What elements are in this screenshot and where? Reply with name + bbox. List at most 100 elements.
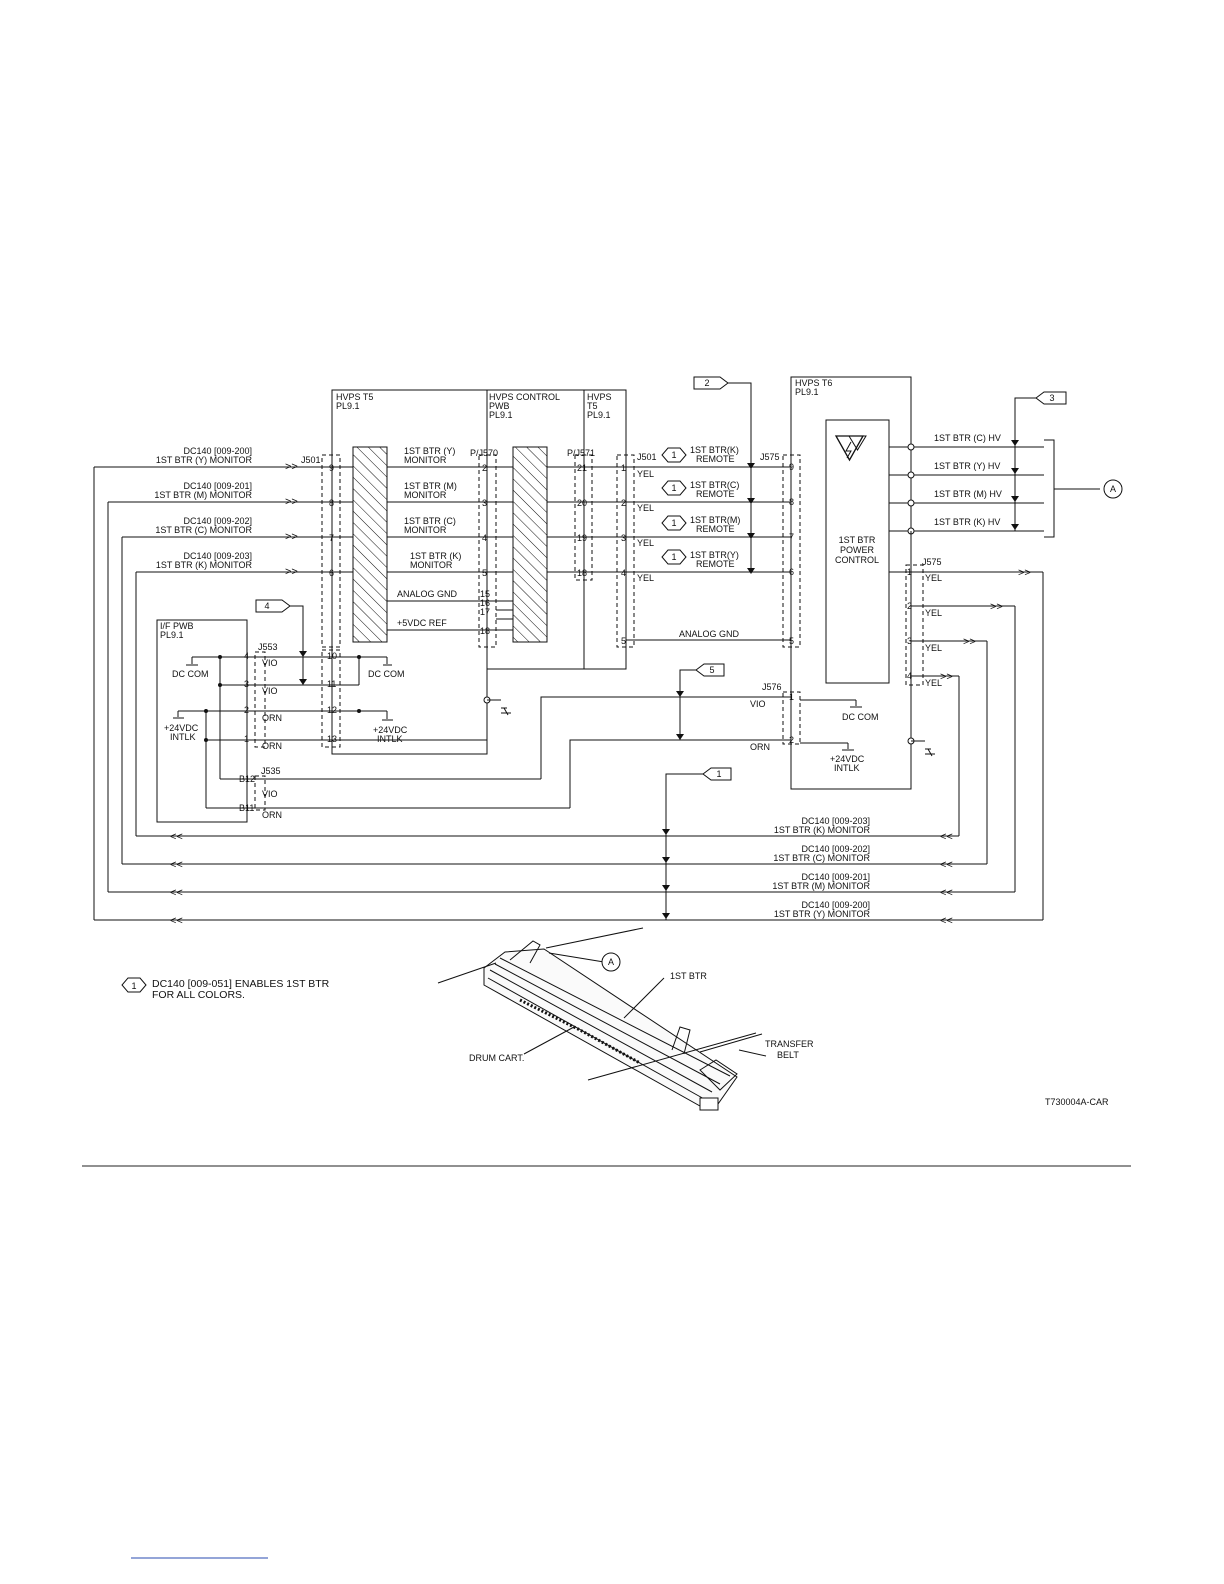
svg-text:1: 1 xyxy=(671,518,676,528)
j553-frame xyxy=(254,651,266,748)
svg-text:3: 3 xyxy=(621,533,626,543)
svg-text:21: 21 xyxy=(577,463,587,473)
svg-text:DC140 [009-200]: DC140 [009-200] xyxy=(183,446,252,456)
flag-1: 1 xyxy=(662,767,732,920)
power-control-title: 1ST BTR POWER CONTROL xyxy=(835,535,879,565)
svg-text:9: 9 xyxy=(329,463,334,473)
if-pwb-block xyxy=(156,619,248,823)
svg-text:MONITOR: MONITOR xyxy=(404,525,447,535)
svg-text:1ST BTR (K): 1ST BTR (K) xyxy=(410,551,461,561)
svg-text:YEL: YEL xyxy=(637,538,654,548)
flag-5: 5 xyxy=(676,663,725,740)
hvps-t5-right-title: HVPS T5 PL9.1 xyxy=(587,392,612,420)
svg-text:ORN: ORN xyxy=(262,810,282,820)
remote-k: 1 1ST BTR(K) REMOTE YEL 9 xyxy=(637,445,794,479)
svg-text:ANALOG GND: ANALOG GND xyxy=(679,629,740,639)
svg-text:3: 3 xyxy=(907,636,912,646)
svg-text:1ST BTR (K) HV: 1ST BTR (K) HV xyxy=(934,517,1000,527)
svg-text:2: 2 xyxy=(482,463,487,473)
analog-section: ANALOG GND +5VDC REF 15 16 17 18 ANALOG … xyxy=(387,455,794,670)
svg-text:<<: << xyxy=(170,887,183,899)
svg-text:1ST BTR (Y) MONITOR: 1ST BTR (Y) MONITOR xyxy=(774,909,871,919)
svg-text:<<: << xyxy=(170,859,183,871)
svg-text:+5VDC REF: +5VDC REF xyxy=(397,618,447,628)
svg-text:+24VDC: +24VDC xyxy=(830,754,865,764)
svg-text:PWB: PWB xyxy=(489,401,510,411)
svg-text:MONITOR: MONITOR xyxy=(404,455,447,465)
flag-2: 2 xyxy=(693,376,755,574)
svg-text:YEL: YEL xyxy=(637,503,654,513)
svg-text:MONITOR: MONITOR xyxy=(410,560,453,570)
vdc24-right: +24VDC xyxy=(373,725,408,735)
svg-text:12: 12 xyxy=(327,705,337,715)
svg-text:DC140 [009-203]: DC140 [009-203] xyxy=(183,551,252,561)
svg-text:1ST BTR (Y) HV: 1ST BTR (Y) HV xyxy=(934,461,1000,471)
svg-text:DC140 [009-200]: DC140 [009-200] xyxy=(801,900,870,910)
svg-text:9: 9 xyxy=(789,462,794,472)
svg-text:4: 4 xyxy=(621,568,626,578)
svg-text:>>: >> xyxy=(285,496,298,508)
svg-text:11: 11 xyxy=(327,679,336,689)
svg-text:DC140 [009-203]: DC140 [009-203] xyxy=(801,816,870,826)
remote-c: 1 1ST BTR(C) REMOTE YEL 8 xyxy=(637,480,794,513)
monitor-return-c: DC140 [009-202] 1ST BTR (C) MONITOR << <… xyxy=(122,844,987,871)
j501-left-frame xyxy=(321,454,341,648)
svg-text:5: 5 xyxy=(789,636,794,646)
svg-text:1: 1 xyxy=(671,450,676,460)
svg-text:<<: << xyxy=(170,915,183,927)
svg-text:7: 7 xyxy=(789,532,794,542)
svg-text:<<: << xyxy=(940,859,953,871)
dc-com-right: DC COM xyxy=(368,669,405,679)
svg-text:VIO: VIO xyxy=(262,686,278,696)
svg-text:1ST BTR (M): 1ST BTR (M) xyxy=(404,481,457,491)
if-pwb-title: I/F PWB PL9.1 xyxy=(160,621,194,640)
svg-text:3: 3 xyxy=(482,498,487,508)
svg-text:1: 1 xyxy=(716,769,721,779)
svg-text:1: 1 xyxy=(671,552,676,562)
svg-text:VIO: VIO xyxy=(262,789,278,799)
svg-text:1: 1 xyxy=(671,483,676,493)
hatched-module-t5 xyxy=(352,446,388,643)
svg-text:4: 4 xyxy=(264,601,269,611)
svg-text:YEL: YEL xyxy=(925,608,942,618)
svg-text:<<: << xyxy=(940,831,953,843)
svg-text:4: 4 xyxy=(482,533,487,543)
hatched-module-control xyxy=(512,446,548,643)
connector-j553: J553 xyxy=(258,642,278,652)
svg-text:2: 2 xyxy=(244,705,249,715)
svg-text:1ST BTR (M) MONITOR: 1ST BTR (M) MONITOR xyxy=(772,881,870,891)
svg-text:>>: >> xyxy=(940,671,953,683)
remote-y: 1 1ST BTR(Y) REMOTE YEL 6 xyxy=(637,549,794,583)
svg-text:7: 7 xyxy=(329,533,334,543)
svg-text:HVPS T5: HVPS T5 xyxy=(336,392,373,402)
pj570-frame xyxy=(478,454,497,648)
svg-text:A: A xyxy=(608,957,614,967)
monitor-input-m: DC140 [009-201] 1ST BTR (M) MONITOR >> 8… xyxy=(108,481,791,508)
svg-text:1ST BTR (K) MONITOR: 1ST BTR (K) MONITOR xyxy=(156,560,253,570)
svg-text:DRUM CART.: DRUM CART. xyxy=(469,1053,524,1063)
monitor-return-y: DC140 [009-200] 1ST BTR (Y) MONITOR << <… xyxy=(94,900,1043,927)
connector-j535: J535 xyxy=(261,766,281,776)
svg-text:2: 2 xyxy=(789,735,794,745)
svg-text:17: 17 xyxy=(480,607,490,617)
connector-pj571: P/J571 xyxy=(567,448,595,458)
monitor-return-k: DC140 [009-203] 1ST BTR (K) MONITOR << <… xyxy=(136,816,959,843)
svg-text:VIO: VIO xyxy=(750,699,766,709)
svg-text:>>: >> xyxy=(285,531,298,543)
svg-text:1ST BTR(K): 1ST BTR(K) xyxy=(690,445,739,455)
svg-text:REMOTE: REMOTE xyxy=(696,454,735,464)
svg-text:I/F PWB: I/F PWB xyxy=(160,621,194,631)
svg-text:1ST BTR: 1ST BTR xyxy=(839,535,876,545)
svg-text:HVPS CONTROL: HVPS CONTROL xyxy=(489,392,560,402)
svg-text:1ST BTR(C): 1ST BTR(C) xyxy=(690,480,739,490)
j553-section: 4 VIO 10 3 VIO 11 2 ORN 12 1 ORN 13 DC C… xyxy=(164,651,511,808)
j553-right-frame xyxy=(321,649,341,748)
svg-text:13: 13 xyxy=(327,734,337,744)
svg-text:MONITOR: MONITOR xyxy=(404,490,447,500)
svg-text:REMOTE: REMOTE xyxy=(696,489,735,499)
svg-text:REMOTE: REMOTE xyxy=(696,524,735,534)
enable-note: 1 DC140 [009-051] ENABLES 1ST BTR FOR AL… xyxy=(121,977,330,1001)
svg-text:ORN: ORN xyxy=(750,742,770,752)
monitor-input-k: DC140 [009-203] 1ST BTR (K) MONITOR >> 6… xyxy=(136,551,791,578)
